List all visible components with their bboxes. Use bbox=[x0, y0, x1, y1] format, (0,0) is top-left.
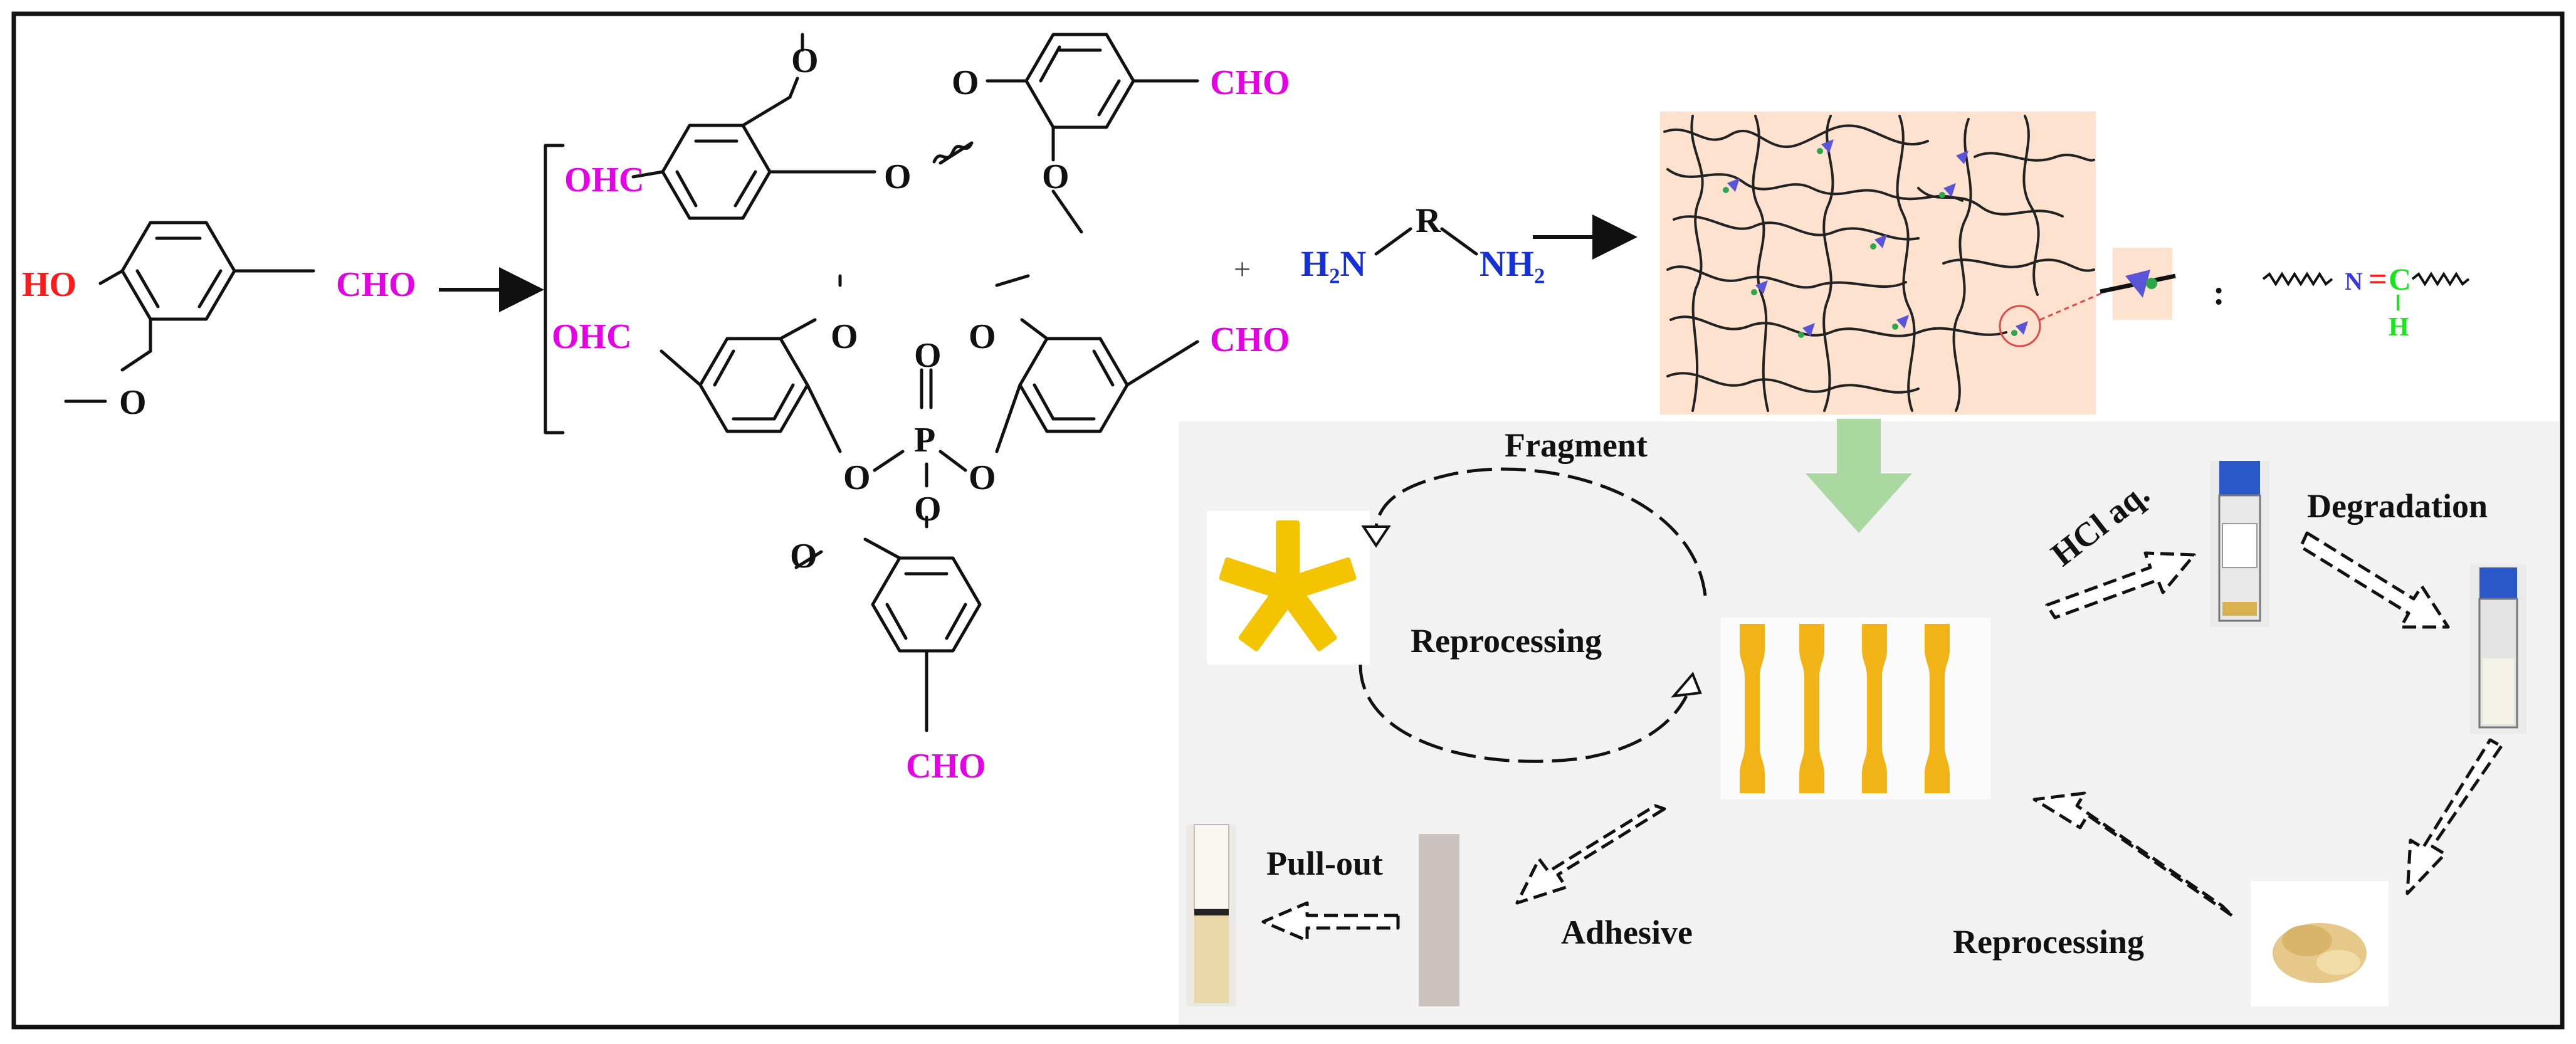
dimer-cho-label: CHO bbox=[1210, 63, 1290, 102]
green-down-arrow bbox=[1806, 419, 1912, 533]
degradation-arrow bbox=[2299, 531, 2450, 629]
degraded-vial bbox=[2470, 564, 2526, 734]
dimer-oxygen-label: O bbox=[884, 157, 912, 196]
imine-c-label: C bbox=[2389, 261, 2411, 297]
reprocessing-arrowhead bbox=[1671, 672, 1702, 698]
hcl-vial bbox=[2210, 461, 2269, 627]
pullout-specimen bbox=[1186, 824, 1236, 1006]
phosphorus-label: P bbox=[914, 421, 935, 460]
imine-linkage: N = C H bbox=[2262, 261, 2470, 342]
methoxy-oxygen-label: O bbox=[831, 317, 858, 356]
powder-arrow bbox=[2405, 738, 2503, 895]
crosslinked-network: : bbox=[1660, 112, 2225, 414]
pull-out-arrow bbox=[1261, 901, 1400, 942]
dimer-molecule: OHC O O O O CHO bbox=[564, 33, 1290, 234]
fragment-star-sample bbox=[1207, 511, 1370, 665]
imine-n-label: N bbox=[2345, 267, 2363, 295]
figure-frame bbox=[11, 11, 2565, 1030]
hcl-arrow bbox=[2045, 551, 2196, 620]
adhesive-specimen bbox=[1419, 834, 1459, 1006]
reprocessing-label-bottom: Reprocessing bbox=[1953, 923, 2144, 961]
fragment-arrowhead bbox=[1361, 525, 1391, 548]
dimer-oxygen-label: O bbox=[1042, 157, 1070, 196]
diamine-r-label: R bbox=[1416, 201, 1441, 240]
product-bracket bbox=[544, 144, 565, 435]
fragment-curve-arrow bbox=[1374, 467, 1707, 596]
methoxy-oxygen-label: O bbox=[790, 537, 817, 576]
adhesive-arrow bbox=[1515, 804, 1666, 905]
plus-sign: + bbox=[1234, 253, 1251, 286]
aldehyde-label: CHO bbox=[336, 265, 416, 304]
dogbone-samples bbox=[1721, 618, 1990, 799]
reprocessing-curve-arrow bbox=[1359, 664, 1688, 763]
methoxy-oxygen-label: O bbox=[969, 317, 996, 356]
ester-oxygen-label: O bbox=[843, 458, 871, 497]
hydroxyl-label: HO bbox=[22, 265, 76, 304]
vanillin-molecule: HO CHO O bbox=[22, 221, 416, 422]
diamine-molecule: H₂N R NH₂ bbox=[1301, 201, 1545, 284]
dimer-ohc-label: OHC bbox=[564, 161, 644, 199]
phosphate-cho-label: CHO bbox=[1210, 320, 1290, 359]
ester-oxygen-label: O bbox=[969, 458, 996, 497]
imine-h-label: H bbox=[2389, 313, 2409, 342]
reprocessing-label-left: Reprocessing bbox=[1411, 622, 1602, 660]
fragment-label: Fragment bbox=[1505, 426, 1648, 464]
dimer-oxygen-label: O bbox=[952, 63, 979, 102]
zoom-circle bbox=[1999, 305, 2041, 347]
dimer-oxygen-label: O bbox=[791, 41, 819, 80]
methoxy-oxygen-label: O bbox=[119, 383, 147, 422]
ester-oxygen-label: O bbox=[914, 490, 942, 529]
reprocess-return-arrow bbox=[2032, 791, 2234, 917]
network-background bbox=[1660, 112, 2096, 414]
pull-out-label: Pull-out bbox=[1266, 845, 1383, 882]
degradation-label: Degradation bbox=[2307, 487, 2488, 525]
phosphate-molecule: OHC O O O P O O O O CHO CHO bbox=[552, 274, 1290, 786]
phosphoryl-oxygen-label: O bbox=[914, 336, 942, 375]
equivalence-colon: : bbox=[2213, 273, 2225, 312]
diamine-h2n-label: H₂N bbox=[1301, 243, 1367, 284]
diamine-nh2-label: NH₂ bbox=[1480, 243, 1545, 284]
imine-double-bond: = bbox=[2368, 261, 2387, 297]
adhesive-label: Adhesive bbox=[1561, 914, 1693, 951]
recovered-powder bbox=[2251, 881, 2389, 1006]
phosphate-ohc-label: OHC bbox=[552, 317, 632, 356]
phosphate-cho-bottom-label: CHO bbox=[906, 747, 986, 786]
